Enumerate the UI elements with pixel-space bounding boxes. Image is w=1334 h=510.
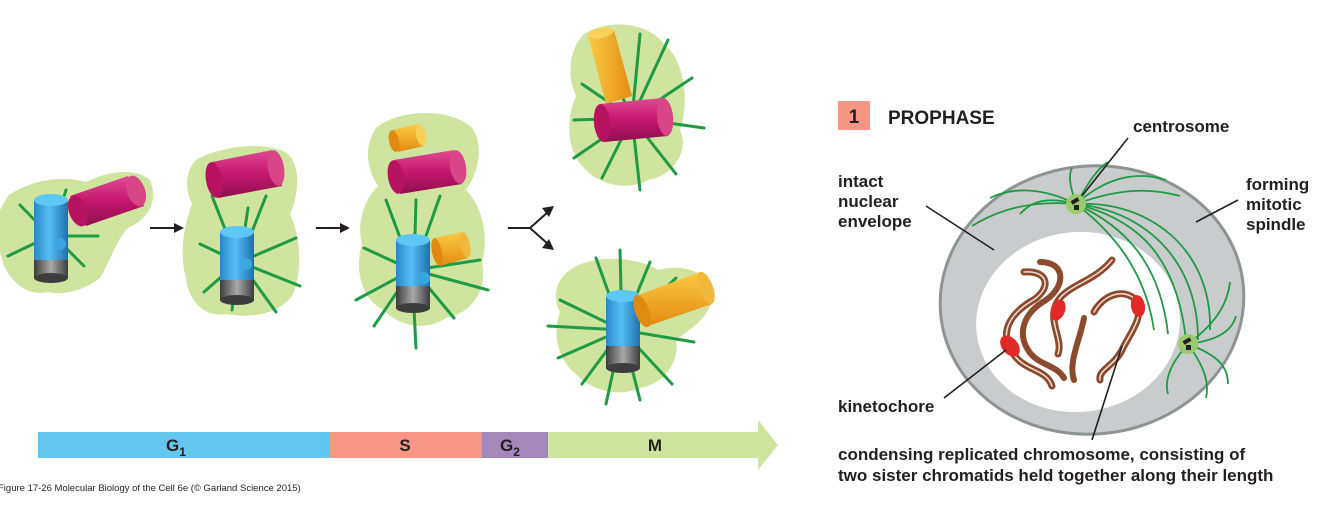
- figure-caption: Figure 17-26 Molecular Biology of the Ce…: [0, 483, 301, 494]
- kinetochore-3: [1130, 295, 1146, 317]
- cell-stage-1: [0, 171, 154, 294]
- new-centriole-4b: [633, 271, 715, 328]
- kinetochore-pointer: [943, 349, 1007, 399]
- chromosome-1: [1002, 259, 1067, 390]
- phase-number: 1: [849, 107, 860, 128]
- centrosome-top: [1066, 194, 1086, 214]
- chromosomes: [1002, 256, 1143, 390]
- centrosome-pointer: [1081, 137, 1129, 197]
- new-centriole-3b: [388, 124, 427, 152]
- cell-stage-3: [354, 113, 490, 350]
- mother-centriole-3: [396, 234, 430, 313]
- g2-segment: [482, 432, 548, 458]
- mother-centriole-2: [220, 226, 254, 305]
- condensing-label: condensing replicated chromosome, consis…: [838, 445, 1273, 485]
- kinetochore-2: [1050, 299, 1066, 321]
- cell-stage-4-top: [569, 24, 706, 192]
- arrow-1: [150, 223, 184, 233]
- new-centriole-3: [431, 232, 471, 266]
- chromosome-2: [1050, 256, 1116, 358]
- g1-label: G1: [166, 436, 186, 459]
- s-label: S: [399, 436, 410, 455]
- spindle-pointer: [1195, 199, 1239, 223]
- mother-centriole-1: [34, 194, 68, 283]
- mother-centriole-4a: [593, 98, 674, 142]
- centrosome-bottom: [1178, 334, 1198, 354]
- cell-stage-2: [182, 146, 302, 316]
- cell-cycle-bar: G1 S G2 M: [38, 420, 778, 470]
- forming-label: forming mitotic spindle: [1246, 175, 1314, 234]
- cell-stage-4-bottom: [546, 248, 715, 406]
- envelope-pointer: [925, 205, 995, 251]
- new-centriole-4a: [588, 27, 632, 104]
- arrow-2: [316, 223, 350, 233]
- phase-title: PROPHASE: [888, 108, 995, 129]
- m-segment-arrow: [548, 420, 778, 470]
- spindle-microtubules: [971, 161, 1237, 399]
- g2-label: G2: [500, 436, 520, 459]
- daughter-centriole-1: [67, 175, 147, 227]
- prophase-panel: 1 PROPHASE: [838, 101, 1314, 485]
- m-label: M: [648, 436, 662, 455]
- centrosome-label: centrosome: [1133, 117, 1229, 136]
- chromosome-pointer: [1091, 345, 1123, 441]
- split-arrow: [508, 206, 554, 250]
- daughter-centriole-2: [205, 150, 285, 198]
- g1-segment: [38, 432, 330, 458]
- mother-centriole-4b: [606, 290, 640, 373]
- intact-label: intact nuclear envelope: [838, 172, 912, 231]
- kinetochore-label: kinetochore: [838, 397, 934, 416]
- chromosome-3: [1069, 290, 1143, 384]
- s-segment: [330, 432, 482, 458]
- nuclear-envelope: [979, 234, 1177, 410]
- phase-number-box: [838, 101, 870, 130]
- daughter-centriole-3: [387, 150, 467, 194]
